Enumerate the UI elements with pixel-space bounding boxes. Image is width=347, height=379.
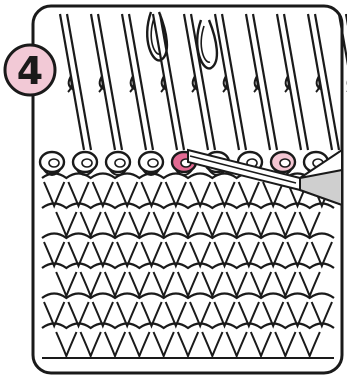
needle-loop-hole xyxy=(280,159,290,167)
needle-loop-hole xyxy=(49,159,59,167)
step-number: 4 xyxy=(17,49,43,93)
needle-loop-row xyxy=(40,152,328,175)
needle-loop-hole xyxy=(115,159,125,167)
step-badge: 4 xyxy=(5,45,55,95)
needle-loop-hole xyxy=(148,159,158,167)
needle-loop-hole xyxy=(82,159,92,167)
